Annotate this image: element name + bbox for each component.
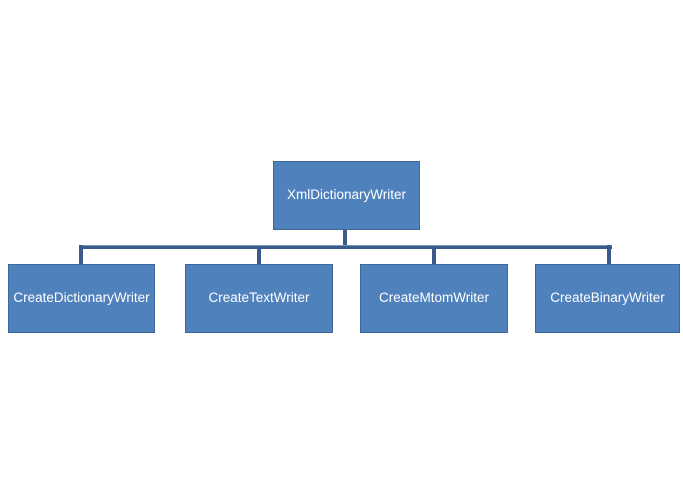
tree-node-child-2: CreateTextWriter [185,264,333,333]
tree-node-child-2-label: CreateTextWriter [208,290,310,306]
tree-node-child-1-label: CreateDictionaryWriter [13,290,150,306]
connector-horizontal-bar [79,245,612,249]
connector-drop-4 [607,245,611,264]
tree-node-root-label: XmlDictionaryWriter [286,187,406,203]
connector-drop-1 [79,245,83,264]
connector-drop-2 [257,249,261,264]
tree-node-child-3-label: CreateMtomWriter [378,290,490,306]
tree-node-child-1: CreateDictionaryWriter [8,264,155,333]
tree-node-root: XmlDictionaryWriter [273,161,420,230]
tree-node-child-3: CreateMtomWriter [360,264,508,333]
tree-node-child-4: CreateBinaryWriter [535,264,680,333]
connector-root-stub [343,230,347,246]
connector-drop-3 [432,249,436,264]
tree-node-child-4-label: CreateBinaryWriter [550,290,665,306]
